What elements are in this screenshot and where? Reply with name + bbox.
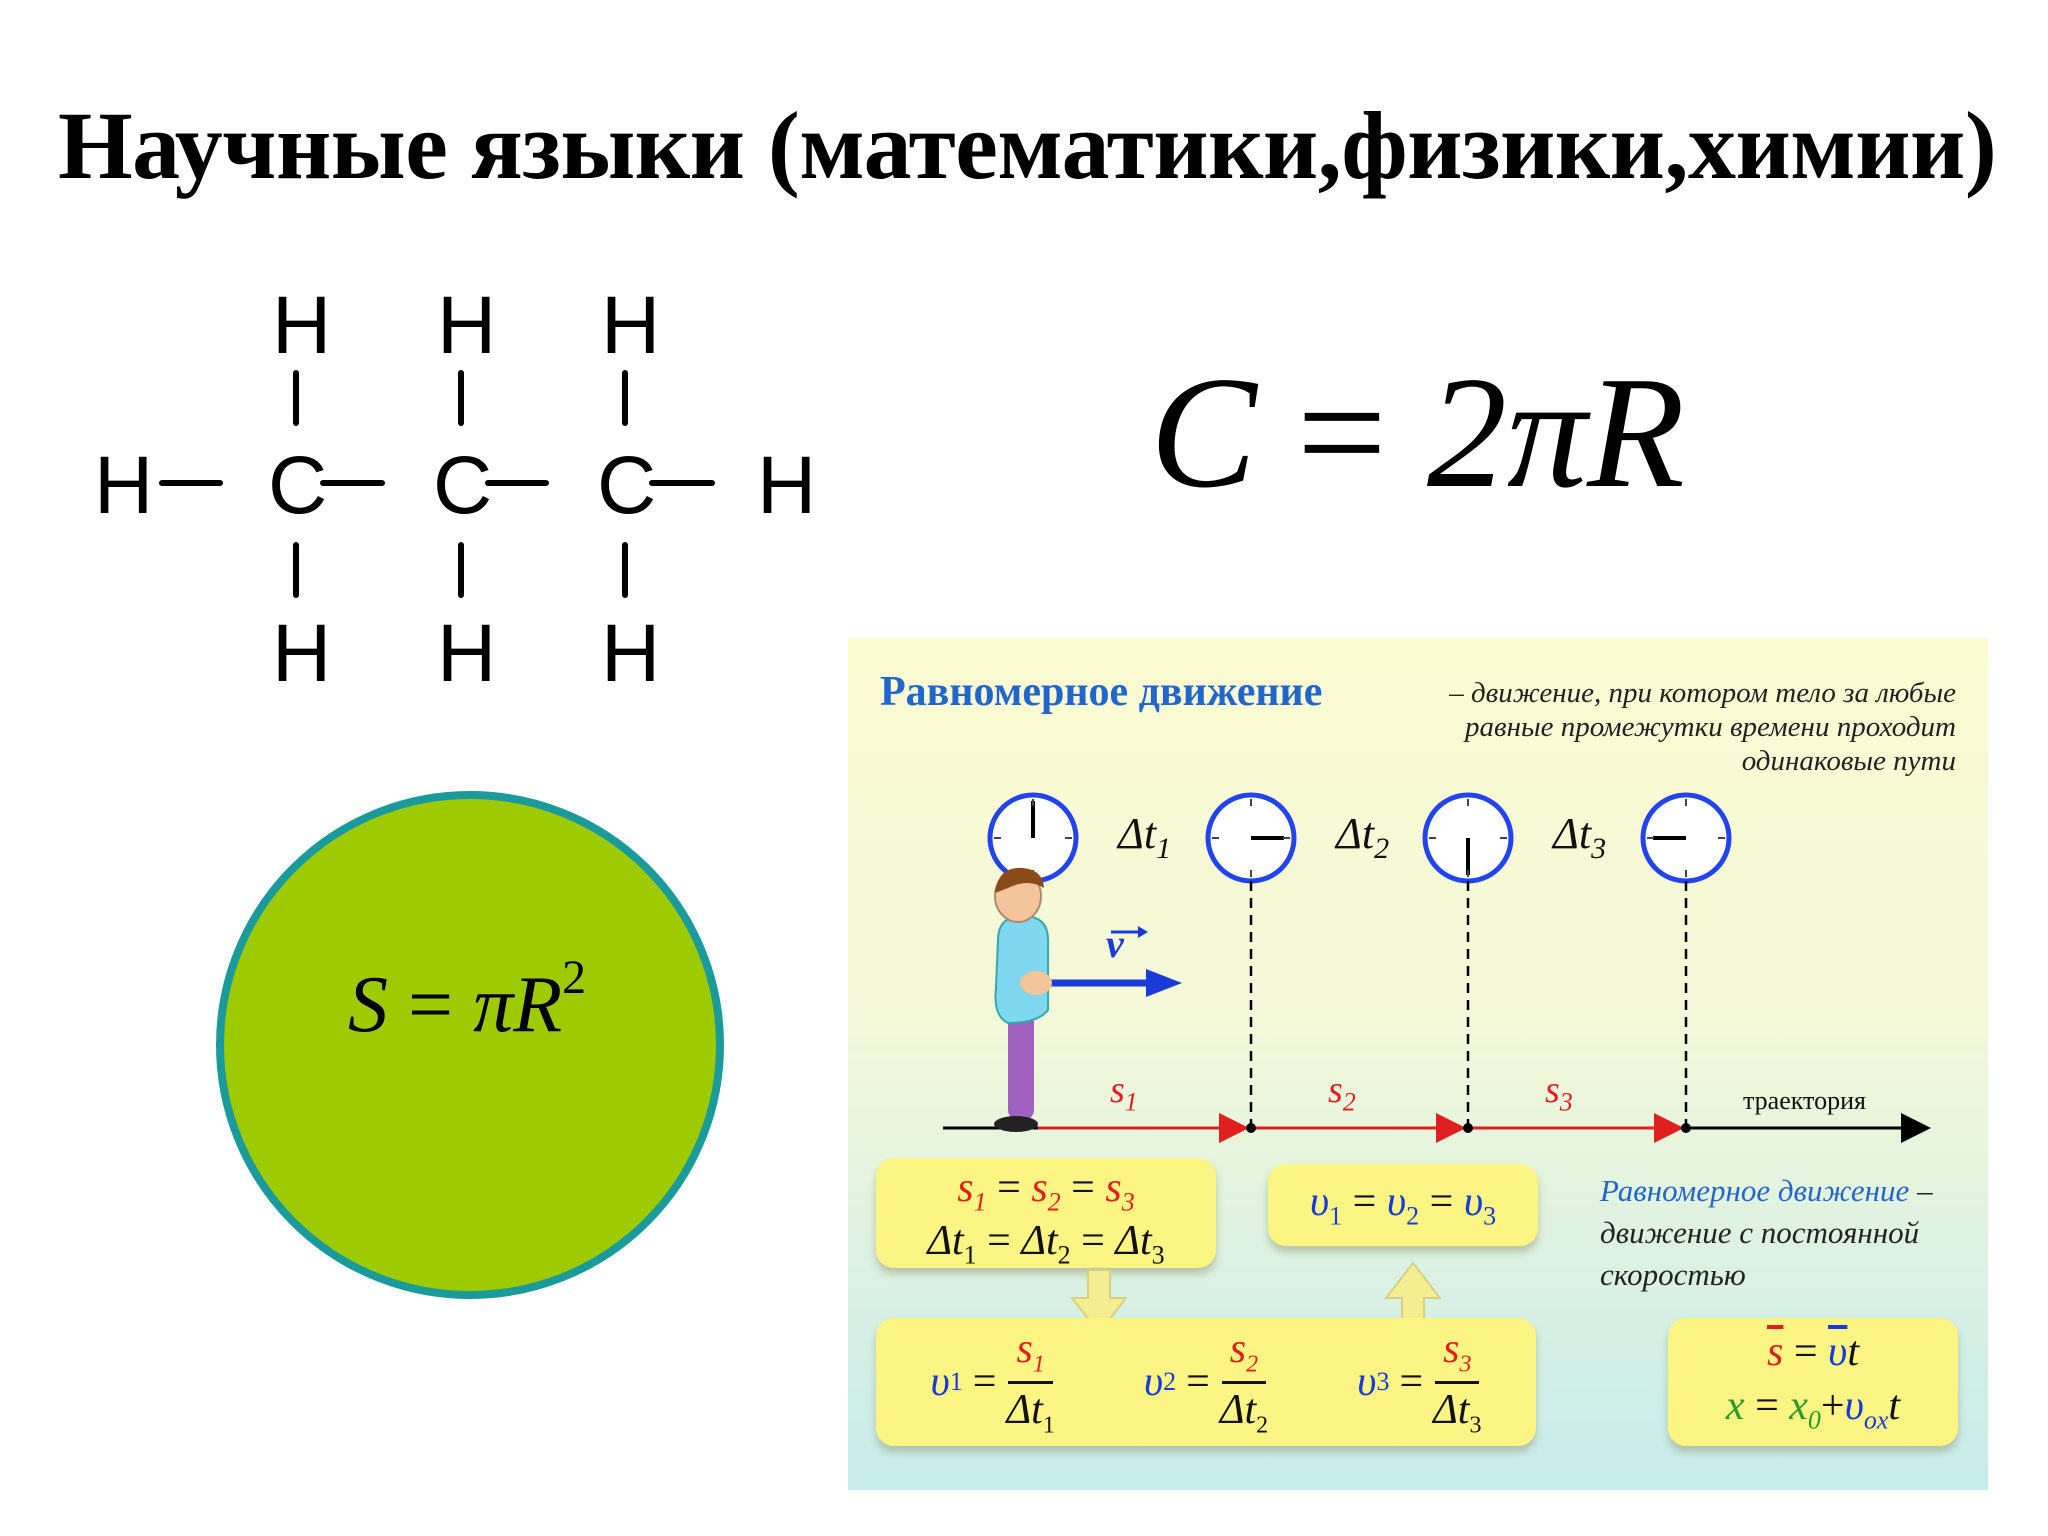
circle-shape — [216, 791, 724, 1299]
segment-label: s1 — [1110, 1069, 1138, 1117]
atom-h: H — [757, 440, 816, 531]
circle-area-formula: S = πR2 — [348, 951, 586, 1051]
circumference-formula: C = 2πR — [1150, 340, 1685, 525]
segment-label: s3 — [1545, 1069, 1573, 1117]
formula-lhs: S — [348, 961, 388, 1049]
trajectory-label: траектория — [1743, 1086, 1866, 1115]
formula-rhs: πR — [473, 961, 563, 1049]
atom-h: H — [601, 608, 660, 699]
atom-c: C — [433, 440, 492, 531]
clock-icon — [1422, 792, 1514, 884]
walking-person-icon — [994, 867, 1052, 1132]
atom-h: H — [94, 440, 153, 531]
formula-lhs: C — [1150, 343, 1257, 521]
atom-h: H — [272, 608, 331, 699]
segment-label: s2 — [1328, 1069, 1356, 1117]
atom-h: H — [272, 280, 331, 371]
atom-c: C — [597, 440, 656, 531]
velocity-label: v — [1106, 921, 1124, 966]
formula-eq: = — [408, 961, 454, 1049]
atom-c: C — [268, 440, 327, 531]
formula-eq: = — [1296, 343, 1387, 521]
interval-label: Δt3 — [1553, 809, 1607, 865]
clock-icon — [1640, 792, 1732, 884]
propane-structural-formula: H H H H C C C H H H H — [94, 280, 816, 699]
panel-definition: – движение, при котором тело за любые ра… — [1449, 677, 1956, 777]
page-title: Научные языки (математики,физики,химии) — [58, 92, 1997, 199]
panel-title: Равномерное движение — [880, 669, 1323, 715]
velocity-arrow — [1146, 969, 1182, 997]
atom-h: H — [437, 280, 496, 371]
atom-h: H — [601, 280, 660, 371]
motion-diagram — [943, 792, 1931, 1143]
equal-paths-box: s1 = s2 = s3 Δt1 = Δt2 = Δt3 — [876, 1158, 1216, 1270]
formula-exponent: 2 — [562, 951, 587, 1004]
formula-rhs: 2πR — [1426, 343, 1685, 521]
interval-label: Δt2 — [1336, 809, 1390, 865]
equal-speeds-box: υ1 = υ2 = υ3 — [1268, 1164, 1538, 1246]
uniform-motion-panel: Равномерное движение – движение, при кот… — [848, 638, 1988, 1490]
atom-h: H — [437, 608, 496, 699]
uniform-motion-definition: Равномерное движение – движение с постоя… — [1600, 1173, 1933, 1292]
interval-label: Δt1 — [1118, 809, 1172, 865]
motion-equations-box: s = υt x = x0+υoxt — [1668, 1318, 1958, 1446]
